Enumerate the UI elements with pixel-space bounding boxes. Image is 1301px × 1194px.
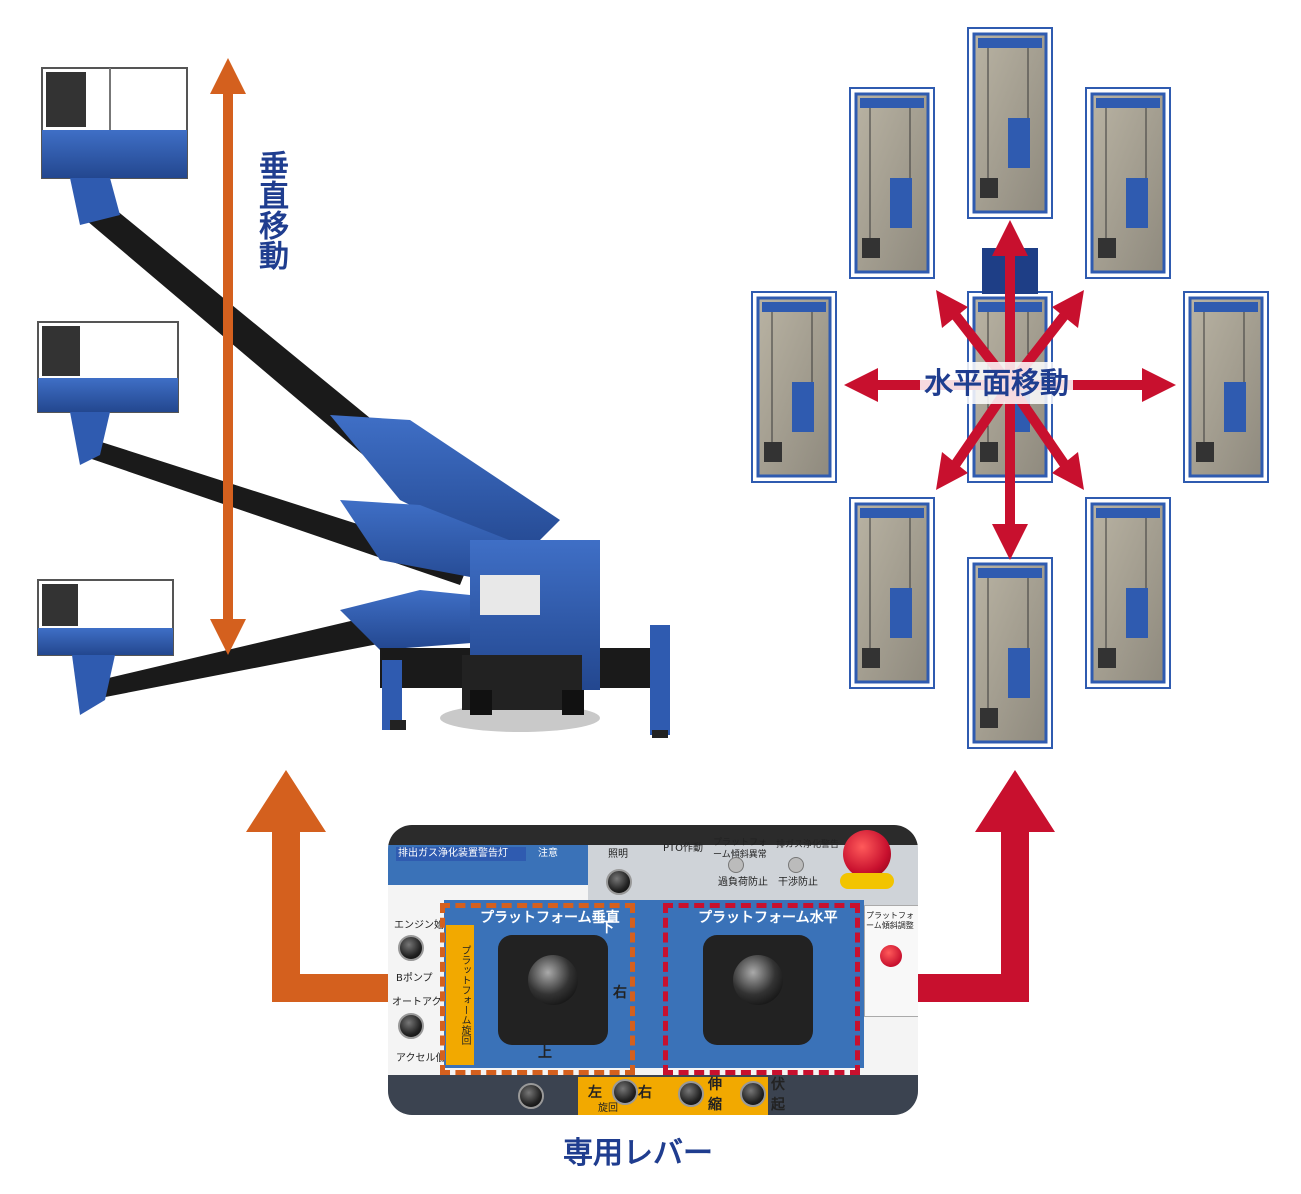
lighting-switch[interactable] (606, 869, 632, 895)
vertical-right-label: 右 (613, 985, 627, 1001)
auto-accel-label: オートアクセル (392, 997, 462, 1008)
extend-retract-switch[interactable] (678, 1081, 704, 1107)
tilt-alarm-label: プラットフォーム傾斜異常 (713, 838, 768, 860)
boom-truck-illustration (37, 58, 670, 738)
bottom-left-switch[interactable] (518, 1083, 544, 1109)
engine-start-label: エンジン始動 (394, 920, 454, 931)
vertical-move-label: 垂直移動 (253, 150, 288, 270)
rotate-label: 旋回 (598, 1103, 618, 1114)
horizontal-move-label: 水平面移動 (920, 362, 1074, 404)
exhaust-lamp-label: 排出ガス浄化装置警告灯 (398, 848, 508, 859)
platform-top-view-sw (848, 496, 936, 690)
overload-label: 過負荷防止 (718, 877, 768, 888)
platform-top-view-s (966, 556, 1054, 750)
platform-down-label: 下 (600, 920, 614, 936)
rotate-switch[interactable] (612, 1079, 638, 1105)
vertical-lever-knob[interactable] (528, 955, 578, 1005)
tilt-alarm-lamp (728, 857, 744, 873)
rotate-right-label: 右 (638, 1085, 652, 1101)
boom-upper (80, 205, 560, 560)
platform-top-view-w (750, 290, 838, 484)
rotate-left-label: 左 (588, 1085, 602, 1101)
red-up-arrow (900, 770, 1055, 1002)
extend-label: 伸 (708, 1077, 722, 1093)
connector-arrows (246, 770, 1055, 1002)
platform-vertical-label: プラットフォーム垂直 (480, 910, 620, 926)
platform-top-view-nw (848, 86, 936, 280)
dedicated-lever-caption: 専用レバー (563, 1136, 713, 1171)
exhaust-alarm-lamp (788, 857, 804, 873)
orange-up-arrow (246, 770, 392, 1002)
engine-start-button[interactable] (398, 935, 424, 961)
platform-rotate-label: プラットフォーム旋回 (459, 945, 470, 1045)
control-panel: 排出ガス浄化装置警告灯 注意 照明 PTO作動 プラットフォーム傾斜異常 排ガス… (388, 825, 918, 1115)
caution-label: 注意 (538, 848, 558, 859)
interference-label: 干渉防止 (778, 877, 818, 888)
platform-horizontal-label: プラットフォーム水平 (698, 910, 838, 926)
auto-accel-switch[interactable] (398, 1013, 424, 1039)
platform-basket-top (41, 67, 188, 225)
vertical-double-arrow (210, 58, 246, 655)
tilt-adjust-label: プラットフォーム傾斜調整 (866, 911, 914, 930)
tilt-adjust-button[interactable] (880, 945, 902, 967)
horizontal-lever-knob[interactable] (733, 955, 783, 1005)
platform-top-view-n (966, 26, 1054, 220)
platform-top-view-ne (1084, 86, 1172, 280)
pto-label: PTO作動 (663, 843, 704, 854)
platform-basket-bottom (37, 579, 174, 715)
platform-basket-middle (37, 321, 179, 465)
lift-label: 起 (771, 1097, 785, 1113)
truck-body (380, 540, 670, 738)
platform-top-view-e (1182, 290, 1270, 484)
exhaust-alarm-label: 排ガス浄化警告 (776, 840, 840, 850)
platform-up-label: 上 (538, 1045, 552, 1061)
accel-low-label: アクセル低 (396, 1053, 446, 1064)
vertical-lever-highlight (440, 903, 635, 1075)
horizontal-lever-highlight (663, 903, 860, 1075)
lighting-label: 照明 (608, 849, 628, 860)
retract-label: 縮 (708, 1097, 722, 1113)
raise-lift-switch[interactable] (740, 1081, 766, 1107)
raise-label: 伏 (771, 1077, 785, 1093)
platform-top-view-se (1084, 496, 1172, 690)
pump-label: Bポンプ (396, 973, 433, 984)
emergency-stop-button[interactable] (843, 830, 891, 878)
